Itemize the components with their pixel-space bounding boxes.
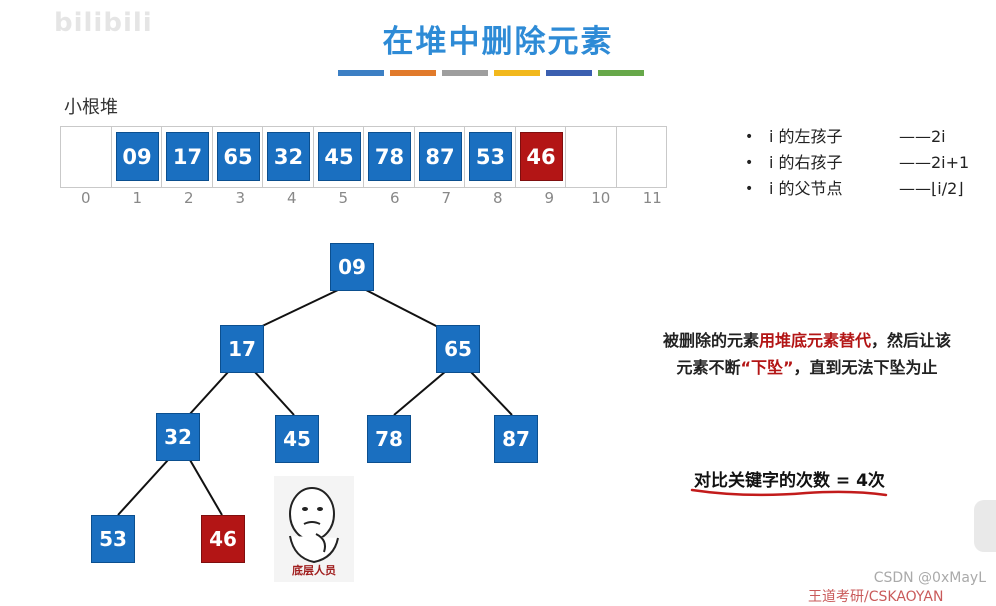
formula-label: i 的左孩子 — [769, 127, 843, 146]
array-index: 2 — [183, 189, 194, 207]
array-cell-10 — [566, 127, 617, 187]
color-bar-5 — [546, 70, 592, 76]
tree-edge — [117, 459, 169, 516]
color-bar-4 — [494, 70, 540, 76]
formula-label: i 的父节点 — [769, 179, 843, 198]
tree-node: 45 — [275, 415, 319, 463]
array-value-9: 46 — [519, 132, 563, 181]
heap-array: 09 17 65 32 45 78 87 53 46 — [60, 126, 667, 188]
tree-node: 53 — [91, 515, 135, 563]
comparison-count: 对比关键字的次数 = 4次 — [694, 471, 885, 491]
array-index: 9 — [544, 189, 555, 207]
tree-node: 78 — [367, 415, 411, 463]
side-scroll-handle[interactable] — [974, 500, 996, 552]
array-index: 5 — [338, 189, 349, 207]
array-cell-7: 87 — [415, 127, 465, 187]
formula-value: ——2i+1 — [899, 153, 970, 172]
formula-value: ——2i — [899, 127, 946, 146]
array-cell-9: 46 — [516, 127, 566, 187]
formula-label: i 的右孩子 — [769, 153, 843, 172]
array-index: 8 — [492, 189, 503, 207]
explain-highlight: 用堆底元素替代 — [758, 331, 871, 350]
footer-brand-text: 王道考研/CSKAOYAN — [808, 589, 944, 605]
array-value-7: 87 — [418, 132, 462, 181]
tree-node-root: 09 — [330, 243, 374, 291]
tree-edge — [393, 370, 447, 416]
array-cell-2: 17 — [162, 127, 213, 187]
explain-line-1: 被删除的元素用堆底元素替代，然后让该 — [632, 327, 982, 354]
array-index: 1 — [132, 189, 143, 207]
array-value-4: 32 — [267, 132, 310, 181]
array-value-3: 65 — [216, 132, 260, 181]
deletion-explanation: 被删除的元素用堆底元素替代，然后让该 元素不断“下坠”，直到无法下坠为止 — [632, 327, 982, 381]
bullet-icon: • — [745, 155, 754, 171]
array-cell-6: 78 — [364, 127, 415, 187]
tree-node: 87 — [494, 415, 538, 463]
tree-edge — [189, 459, 223, 516]
array-cell-4: 32 — [263, 127, 314, 187]
array-value-1: 09 — [115, 132, 159, 181]
heap-label: 小根堆 — [64, 97, 118, 118]
csdn-watermark: CSDN @0xMayL — [873, 570, 986, 586]
array-index: 10 — [591, 189, 611, 207]
array-index: 11 — [642, 189, 662, 207]
tree-node-bottom-highlight: 46 — [201, 515, 245, 563]
color-bar-1 — [338, 70, 384, 76]
explain-text: 被删除的元素 — [662, 331, 759, 350]
formula-value: ——⌊i/2⌋ — [899, 179, 964, 198]
array-index-row: 0 1 2 3 4 5 6 7 8 9 10 11 — [60, 189, 678, 207]
tree-edge — [255, 289, 339, 330]
array-cell-0 — [61, 127, 112, 187]
array-cell-3: 65 — [213, 127, 263, 187]
array-value-2: 17 — [166, 132, 209, 181]
formula-parent: • i 的父节点 ——⌊i/2⌋ — [745, 176, 996, 202]
formula-right-child: • i 的右孩子 ——2i+1 — [745, 150, 996, 176]
array-cell-5: 45 — [314, 127, 364, 187]
array-value-5: 45 — [317, 132, 361, 181]
explain-text: ，然后让该 — [871, 331, 952, 350]
bullet-icon: • — [745, 181, 754, 197]
array-index: 7 — [441, 189, 452, 207]
array-index: 6 — [389, 189, 400, 207]
bullet-icon: • — [745, 129, 754, 145]
tree-node: 17 — [220, 325, 264, 373]
array-cell-8: 53 — [465, 127, 516, 187]
tree-edge — [365, 289, 443, 330]
array-cell-11 — [617, 127, 667, 187]
array-value-8: 53 — [469, 132, 512, 181]
meme-face-icon — [289, 487, 339, 564]
array-cell-1: 09 — [112, 127, 162, 187]
explain-line-2: 元素不断“下坠”，直到无法下坠为止 — [632, 354, 982, 381]
array-value-6: 78 — [368, 132, 411, 181]
explain-text: ，直到无法下坠为止 — [793, 358, 938, 377]
tree-edge — [188, 370, 230, 416]
color-bar-2 — [390, 70, 436, 76]
bilibili-watermark: bilibili — [54, 8, 153, 38]
array-index: 0 — [80, 189, 91, 207]
color-bar-3 — [442, 70, 488, 76]
handwritten-underline — [690, 488, 888, 497]
explain-highlight: “下坠” — [740, 358, 794, 377]
explain-text: 元素不断 — [676, 358, 741, 377]
page-title: 在堆中删除元素 — [382, 24, 614, 60]
tree-node: 65 — [436, 325, 480, 373]
meme-caption: 底层人员 — [292, 564, 336, 577]
formula-left-child: • i 的左孩子 ——2i — [745, 124, 996, 150]
tree-edge — [253, 370, 295, 416]
tree-node: 32 — [156, 413, 200, 461]
array-index: 3 — [235, 189, 246, 207]
color-strip — [338, 70, 644, 76]
color-bar-6 — [598, 70, 644, 76]
meme-image: 底层人员 — [274, 476, 354, 582]
index-formula-list: • i 的左孩子 ——2i • i 的右孩子 ——2i+1 • i 的父节点 —… — [745, 124, 996, 202]
array-index: 4 — [286, 189, 297, 207]
tree-edge — [469, 370, 513, 416]
